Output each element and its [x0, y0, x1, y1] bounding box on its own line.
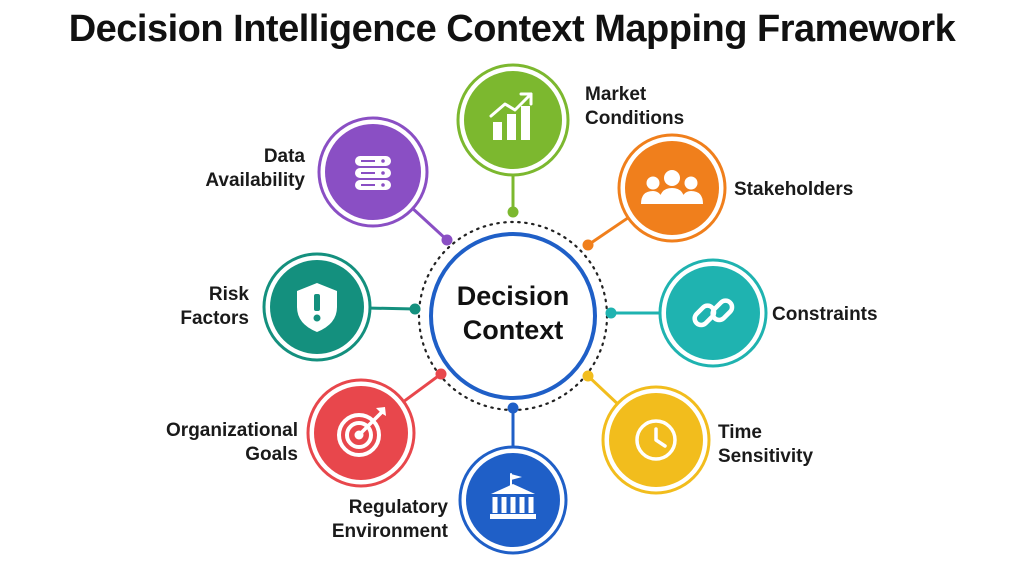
- connector-data: [412, 208, 449, 242]
- connector-dot-time: [582, 370, 594, 382]
- label-market-line2: Conditions: [585, 108, 684, 129]
- label-data-line1: Data: [264, 146, 306, 167]
- connector-dot-data: [441, 234, 453, 246]
- label-market-line1: Market: [585, 84, 647, 105]
- database-icon: [355, 156, 391, 190]
- people-group-icon: [641, 170, 703, 204]
- connector-dot-constraints: [605, 307, 617, 319]
- label-goals-line2: Goals: [245, 444, 298, 465]
- label-goals-line1: Organizational: [166, 420, 298, 441]
- connector-goals: [403, 372, 442, 403]
- connector-dot-regulatory: [507, 402, 519, 414]
- connector-dot-stakeholders: [582, 239, 594, 251]
- node-constraints: Constraints: [605, 258, 878, 368]
- government-building-icon: [490, 473, 536, 519]
- connector-risk: [370, 306, 416, 311]
- page-title: Decision Intelligence Context Mapping Fr…: [68, 8, 956, 50]
- shield-alert-icon: [297, 283, 337, 332]
- label-risk-line1: Risk: [209, 284, 250, 305]
- label-regulatory-line1: Regulatory: [349, 497, 449, 518]
- target-icon: [337, 407, 386, 457]
- label-regulatory-line2: Environment: [332, 521, 449, 542]
- center-label-line2: Context: [463, 315, 564, 345]
- connector-dot-goals: [435, 368, 447, 380]
- clock-icon: [635, 419, 677, 461]
- bar-chart-growth-icon: [489, 92, 533, 140]
- connector-time: [586, 374, 618, 405]
- center-circle: [429, 232, 597, 400]
- label-time-line1: Time: [718, 422, 762, 443]
- label-time-line2: Sensitivity: [718, 446, 813, 467]
- chain-link-icon: [692, 298, 735, 328]
- label-risk-line2: Factors: [180, 308, 249, 329]
- label-constraints-line1: Constraints: [772, 304, 878, 325]
- center-label-line1: Decision: [457, 281, 570, 311]
- node-stakeholders: Stakeholders: [582, 133, 853, 251]
- connector-dot-risk: [409, 303, 421, 315]
- connector-dot-market: [507, 206, 519, 218]
- label-data-line2: Availability: [205, 170, 305, 191]
- label-stakeholders-line1: Stakeholders: [734, 179, 853, 200]
- connector-stakeholders: [587, 217, 629, 247]
